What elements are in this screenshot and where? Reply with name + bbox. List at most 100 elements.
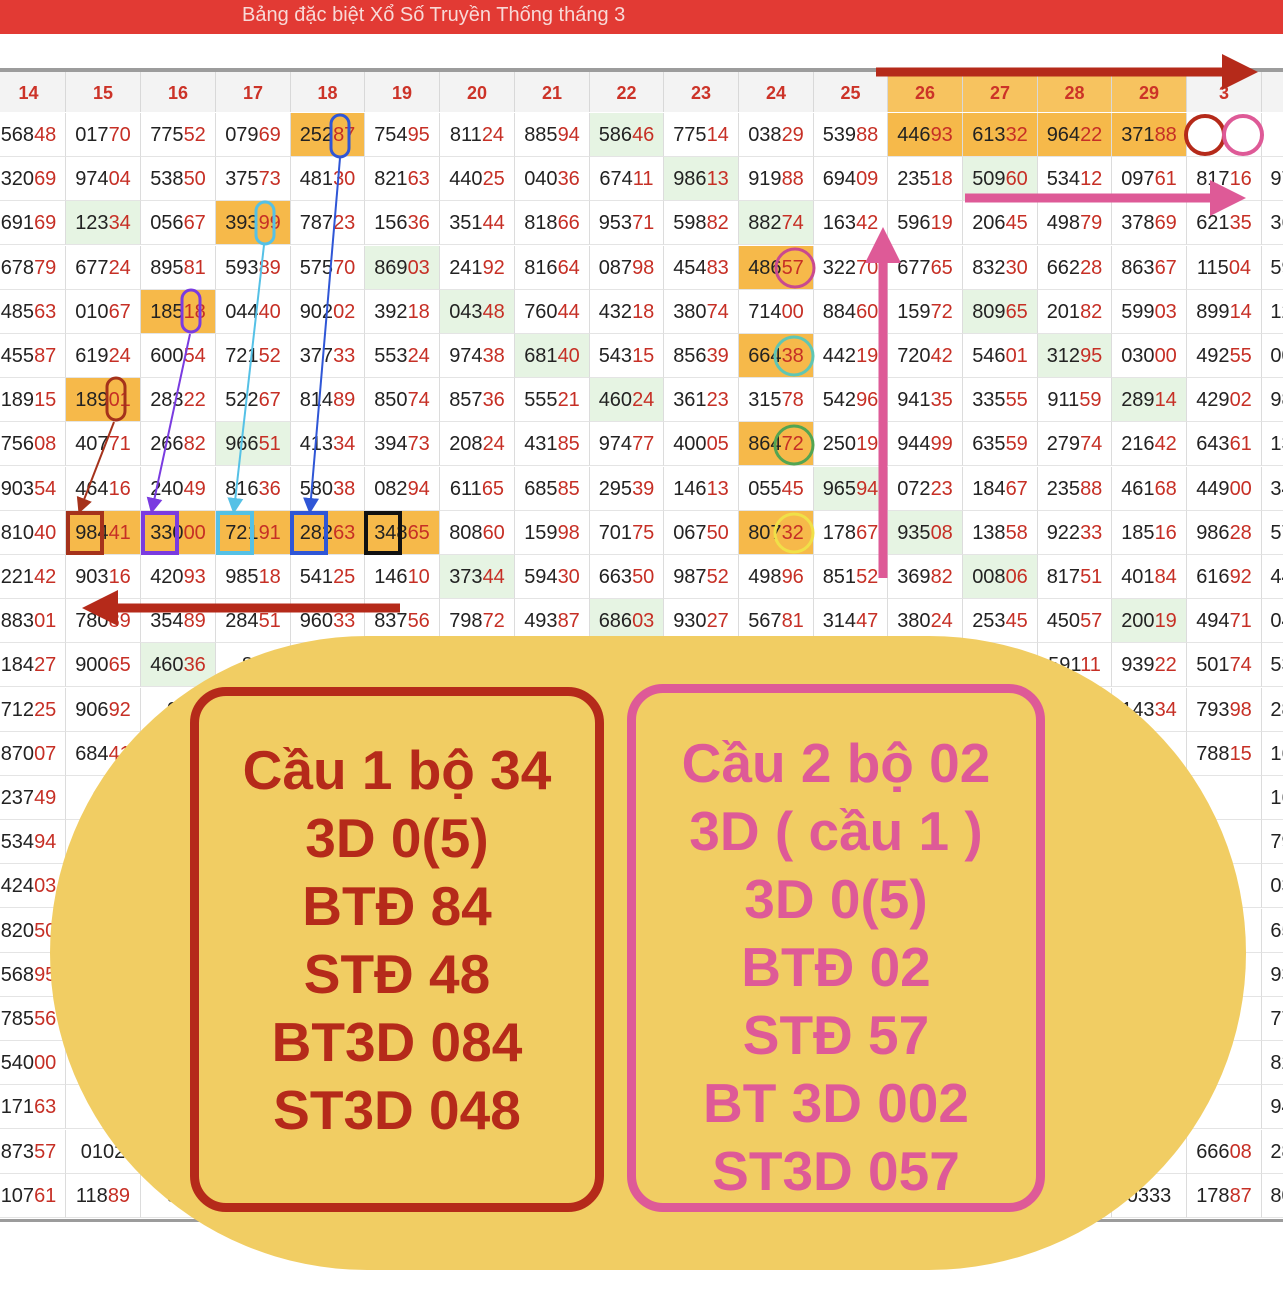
square-mark-blue <box>290 511 328 555</box>
table-cell: 68585 <box>515 466 590 511</box>
table-cell: 97477 <box>590 422 664 467</box>
column-header: 27 <box>963 72 1038 112</box>
table-cell: 82163 <box>365 157 440 202</box>
table-cell: 75608 <box>0 422 66 467</box>
table-cell: 60054 <box>141 334 216 378</box>
table-cell: 66608 <box>1187 1129 1262 1174</box>
table-cell: 93922 <box>1112 643 1187 688</box>
table-cell: 54296 <box>814 378 888 423</box>
table-cell: 31295 <box>1038 334 1112 378</box>
table-cell: 45587 <box>0 334 66 378</box>
table-cell: 39399 <box>216 201 291 246</box>
cau-2-line: 3D 0(5) <box>744 868 928 930</box>
table-cell: 91159 <box>1038 378 1112 423</box>
table-cell: 59389 <box>216 245 291 290</box>
table-cell: 85736 <box>440 378 515 423</box>
table-cell: 45483 <box>664 245 739 290</box>
table-cell: 08294 <box>365 466 440 511</box>
table-cell: 04348 <box>440 289 515 334</box>
table-cell: 44693 <box>888 113 963 157</box>
table-cell: 15636 <box>365 201 440 246</box>
table-cell: 54601 <box>963 334 1038 378</box>
table-cell: 88274 <box>739 201 814 246</box>
table-cell: 25287 <box>291 113 365 157</box>
table-cell: 63559 <box>963 422 1038 467</box>
table-cell: 69409 <box>814 157 888 202</box>
circle-mark-pink <box>774 247 816 289</box>
table-cell: 22142 <box>0 555 66 599</box>
table-cell: 81489 <box>291 378 365 423</box>
table-cell: 03 <box>1262 864 1283 909</box>
column-header: 28 <box>1038 72 1112 112</box>
table-cell: 78723 <box>291 201 365 246</box>
table-cell: 80732 <box>739 510 814 555</box>
table-cell: 77514 <box>664 113 739 157</box>
table-cell: 55324 <box>365 334 440 378</box>
table-cell: 55521 <box>515 378 590 423</box>
table-cell: 20645 <box>963 201 1038 246</box>
table-cell: 16 <box>1262 731 1283 776</box>
table-cell: 85074 <box>365 378 440 423</box>
table-cell: 16342 <box>814 201 888 246</box>
table-cell: 68140 <box>515 334 590 378</box>
table-cell: 13858 <box>963 510 1038 555</box>
table-cell: 03829 <box>739 113 814 157</box>
column-header <box>1262 72 1283 112</box>
table-cell: 88594 <box>515 113 590 157</box>
cau-2-line: STĐ 57 <box>742 1004 930 1066</box>
table-cell: 11504 <box>1187 245 1262 290</box>
table-cell: 49879 <box>1038 201 1112 246</box>
column-header: 23 <box>664 72 739 112</box>
table-cell: 36982 <box>888 555 963 599</box>
table-cell: 49255 <box>1187 334 1262 378</box>
circle-mark-green <box>773 424 815 466</box>
table-cell: 37573 <box>216 157 291 202</box>
cau-2-line: BT 3D 002 <box>703 1072 969 1134</box>
square-mark-black <box>364 511 402 555</box>
table-cell: 97404 <box>66 157 141 202</box>
table-cell: 83230 <box>963 245 1038 290</box>
summary-panel <box>50 636 1246 1270</box>
table-cell: 44219 <box>814 334 888 378</box>
pill-mark-blue <box>329 113 351 159</box>
table-cell: 28914 <box>1112 378 1187 423</box>
table-cell: 38074 <box>664 289 739 334</box>
column-header: 15 <box>66 72 141 112</box>
table-cell: 61332 <box>963 113 1038 157</box>
table-cell: 61924 <box>66 334 141 378</box>
table-cell: 59 <box>1262 245 1283 290</box>
table-cell: 50174 <box>1187 643 1262 688</box>
table-cell: 61165 <box>440 466 515 511</box>
table-cell: 79 <box>1262 820 1283 865</box>
table-cell: 44 <box>1262 555 1283 599</box>
table-cell: 71400 <box>739 289 814 334</box>
table-cell: 88301 <box>0 599 66 644</box>
table-cell: 54125 <box>291 555 365 599</box>
column-header: 18 <box>291 72 365 112</box>
table-cell: 18427 <box>0 643 66 688</box>
pill-mark-violet <box>180 288 202 334</box>
column-header: 21 <box>515 72 590 112</box>
table-cell: 37869 <box>1112 201 1187 246</box>
cau-2-line: ST3D 057 <box>712 1140 960 1202</box>
table-cell: 24192 <box>440 245 515 290</box>
pointer-arrow-cyan <box>227 244 265 514</box>
table-cell: 54315 <box>590 334 664 378</box>
table-cell: 57570 <box>291 245 365 290</box>
table-cell: 04036 <box>515 157 590 202</box>
column-header: 17 <box>216 72 291 112</box>
table-cell: 96594 <box>814 466 888 511</box>
table-cell: 31578 <box>739 378 814 423</box>
circle-mark-pink-right <box>1222 114 1264 156</box>
table-cell: 23588 <box>1038 466 1112 511</box>
table-cell: 33555 <box>963 378 1038 423</box>
table-cell: 87007 <box>0 731 66 776</box>
table-cell: 97 <box>1262 157 1283 202</box>
cau-1-line: Cầu 1 bộ 34 <box>242 739 552 801</box>
table-cell: 25019 <box>814 422 888 467</box>
table-cell: 12 <box>1262 289 1283 334</box>
table-cell: 59882 <box>664 201 739 246</box>
cau-1-line: BTĐ 84 <box>302 875 492 937</box>
table-cell: 66350 <box>590 555 664 599</box>
table-cell: 31447 <box>814 599 888 644</box>
